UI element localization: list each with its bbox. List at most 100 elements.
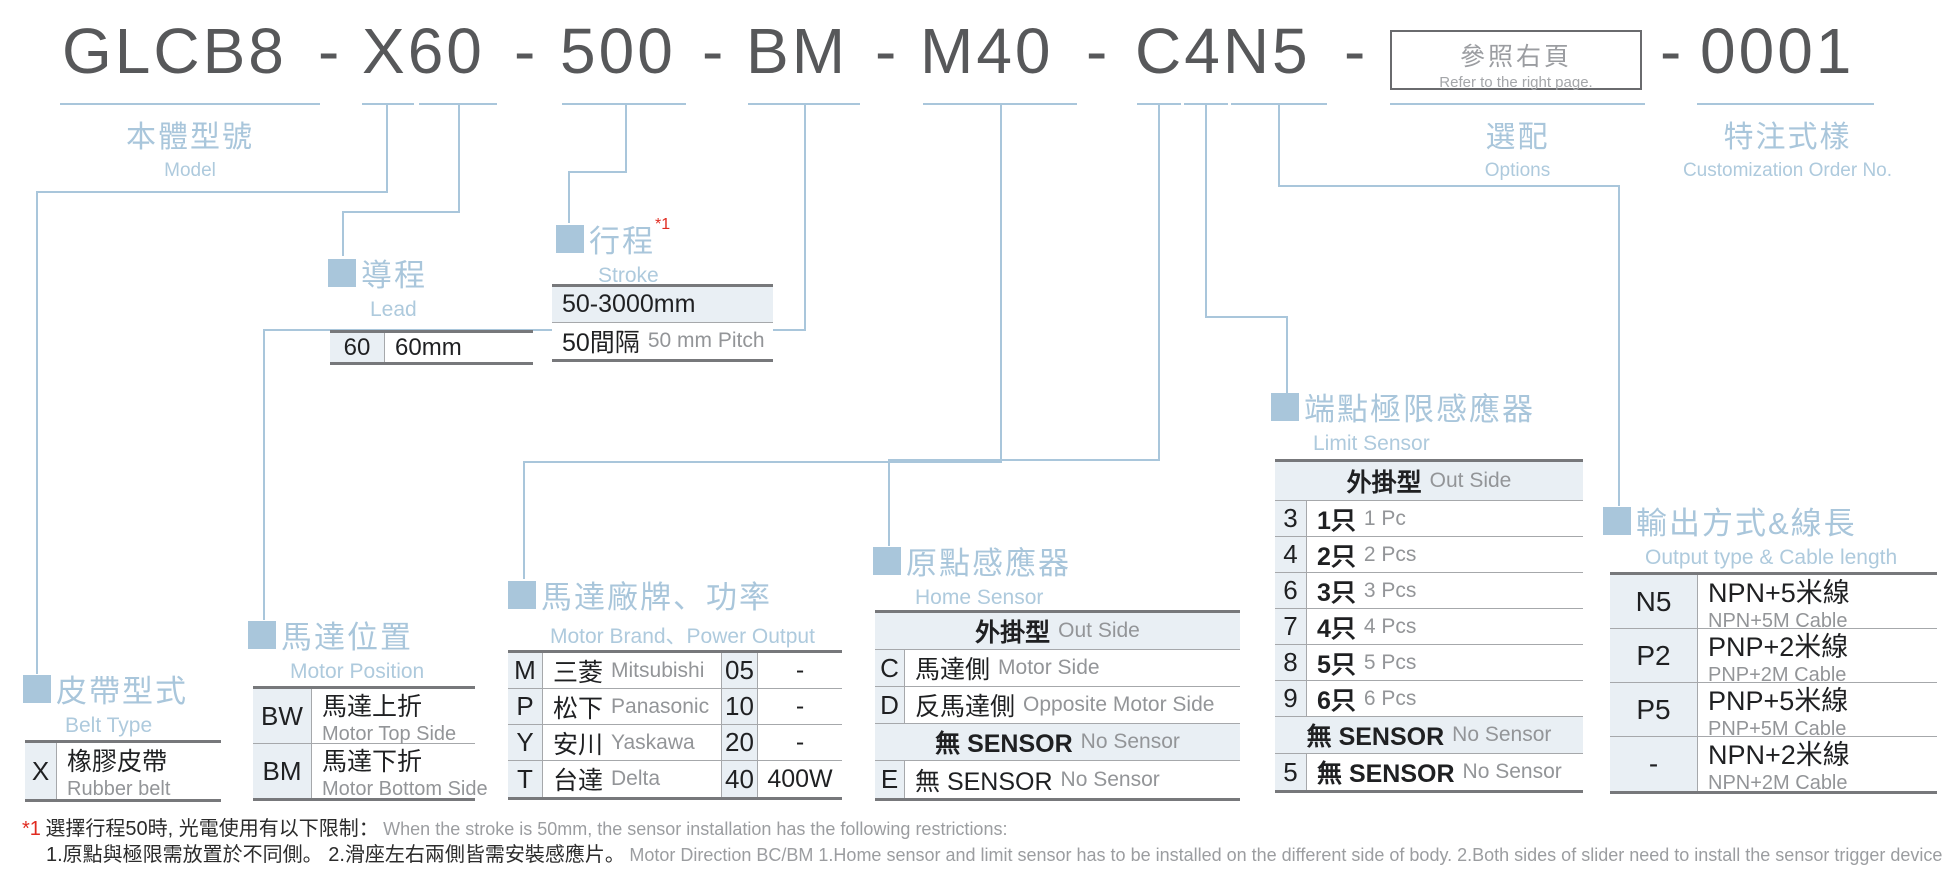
limit-sensor-code: 9 [1275,681,1307,716]
section-limit-sensor: 端點極限感應器 Limit Sensor [1271,384,1535,456]
table-row: 5 無 SENSOR No Sensor [1275,753,1583,790]
table-row: E 無 SENSOR No Sensor [875,760,1240,798]
bullet-square-icon [1271,392,1299,421]
code-separator: - [1660,15,1685,87]
motor-position-en: Motor Bottom Side [322,777,488,800]
options-refer-box: 參照右頁 Refer to the right page. [1390,30,1642,91]
code-part-serial: 0001 [1700,15,1855,87]
underline-serial [1697,103,1874,105]
table-row: - NPN+2米線 NPN+2M Cable [1610,736,1937,794]
group-zh: 外掛型 [1346,469,1422,497]
brand-zh: 安川 [553,730,604,759]
connector-line [342,211,344,256]
motor-position-code: BM [253,744,312,798]
model-label-zh: 本體型號 [126,121,254,154]
connector-line [36,191,38,674]
code-part-motor-position: BM [746,15,848,87]
limit-sensor-zh: 5只 [1317,650,1356,679]
table-row: P5 PNP+5米線 PNP+5M Cable [1610,682,1937,740]
group-zh: 外掛型 [975,619,1051,647]
output-zh: PNP+2米線 [1708,631,1849,662]
stroke-pitch-zh: 50間隔 [562,329,640,357]
table-row: 4 2只 2 Pcs [1275,536,1583,572]
connector-line [342,211,460,213]
connector-line [888,459,890,546]
group-en: Out Side [1058,619,1140,642]
connector-line [458,105,460,213]
connector-line [1286,316,1288,393]
limit-sensor-zh: 6只 [1317,686,1356,715]
motor-position-zh: 馬達下折 [322,747,423,776]
code-separator: - [702,15,727,87]
limit-sensor-zh: 2只 [1317,542,1356,571]
limit-sensor-en: No Sensor [1462,760,1562,783]
output-code: - [1610,737,1698,791]
table-row: M 三菱 Mitsubishi 05 - [508,653,842,688]
table-group-header: 外掛型 Out Side [875,613,1240,649]
output-code: P2 [1610,629,1698,682]
limit-sensor-en: 5 Pcs [1363,650,1417,674]
lead-code: 60 [330,333,385,362]
code-separator: - [514,15,539,87]
motor-position-table: BW 馬達上折 Motor Top Side BM 馬達下折 Motor Bot… [253,686,488,801]
connector-line [1205,105,1207,318]
belt-desc-en: Rubber belt [67,777,171,800]
refer-box-text-en: Refer to the right page. [1439,74,1593,91]
code-part-motor-brand: M40 [920,15,1054,87]
table-row: 6 3只 3 Pcs [1275,572,1583,608]
underline-output [1231,103,1327,105]
limit-sensor-code: 8 [1275,645,1307,680]
home-sensor-code: E [875,761,905,798]
table-row: P2 PNP+2米線 PNP+2M Cable [1610,628,1937,686]
table-row: X 橡膠皮帶 Rubber belt [25,743,221,800]
limit-sensor-desc: 2只 2 Pcs [1307,537,1583,572]
code-part-stroke: 500 [560,15,676,87]
output-zh: NPN+5米線 [1708,577,1850,608]
limit-sensor-zh: 1只 [1317,506,1356,535]
underline-home-sensor [1137,103,1181,105]
brand-en: Mitsubishi [611,658,705,682]
table-row: BM 馬達下折 Motor Bottom Side [253,743,488,800]
section-belt-type: 皮帶型式 Belt Type [23,666,188,738]
table-row: 8 5只 5 Pcs [1275,644,1583,680]
section-motor-position: 馬達位置 Motor Position [248,612,424,684]
motor-position-desc: 馬達下折 Motor Bottom Side [312,744,488,800]
home-sensor-desc: 反馬達側 Opposite Motor Side [905,687,1240,723]
connector-line [36,191,388,193]
limit-sensor-group1: 外掛型 Out Side [1275,462,1583,500]
section-belt-en: Belt Type [65,714,153,737]
output-en: NPN+2M Cable [1708,772,1848,794]
code-part-sensors: C4N5 [1135,15,1311,87]
section-stroke: 行程*1 Stroke [556,216,670,288]
output-en: PNP+2M Cable [1708,663,1847,686]
brand-zh: 三菱 [553,658,604,687]
underline-options [1390,103,1645,105]
connector-line [1618,185,1620,506]
bullet-square-icon [1603,506,1631,535]
limit-sensor-en: 1 Pc [1363,506,1406,530]
power-watt: - [795,728,805,756]
section-home-sensor: 原點感應器 Home Sensor [873,538,1071,610]
output-desc: NPN+5米線 NPN+5M Cable [1698,575,1937,632]
footnote-line-2: 1.原點與極限需放置於不同側。 2.滑座左右兩側皆需安裝感應片。 Motor D… [46,838,1943,867]
limit-sensor-en: 4 Pcs [1363,614,1417,638]
underline-limit-sensor [1184,103,1228,105]
home-sensor-desc: 馬達側 Motor Side [905,650,1240,686]
limit-sensor-en: 2 Pcs [1363,542,1417,566]
table-row: BW 馬達上折 Motor Top Side [253,689,475,745]
home-sensor-zh: 馬達側 [915,656,991,684]
power-code: 40 [721,761,758,797]
limit-sensor-en: 6 Pcs [1363,686,1417,710]
section-motor-position-zh: 馬達位置 [281,620,413,655]
connector-line [568,171,627,173]
options-label-zh: 選配 [1485,121,1550,154]
model-label: 本體型號 Model [60,112,320,182]
table-row: N5 NPN+5米線 NPN+5M Cable [1610,575,1937,632]
output-desc: NPN+2米線 NPN+2M Cable [1698,737,1937,794]
bullet-square-icon [556,224,584,253]
limit-sensor-code: 5 [1275,754,1307,790]
brand-en: Yaskawa [611,730,695,754]
underline-lead [419,103,497,105]
limit-sensor-code: 7 [1275,609,1307,644]
section-output-en: Output type & Cable length [1645,546,1898,569]
